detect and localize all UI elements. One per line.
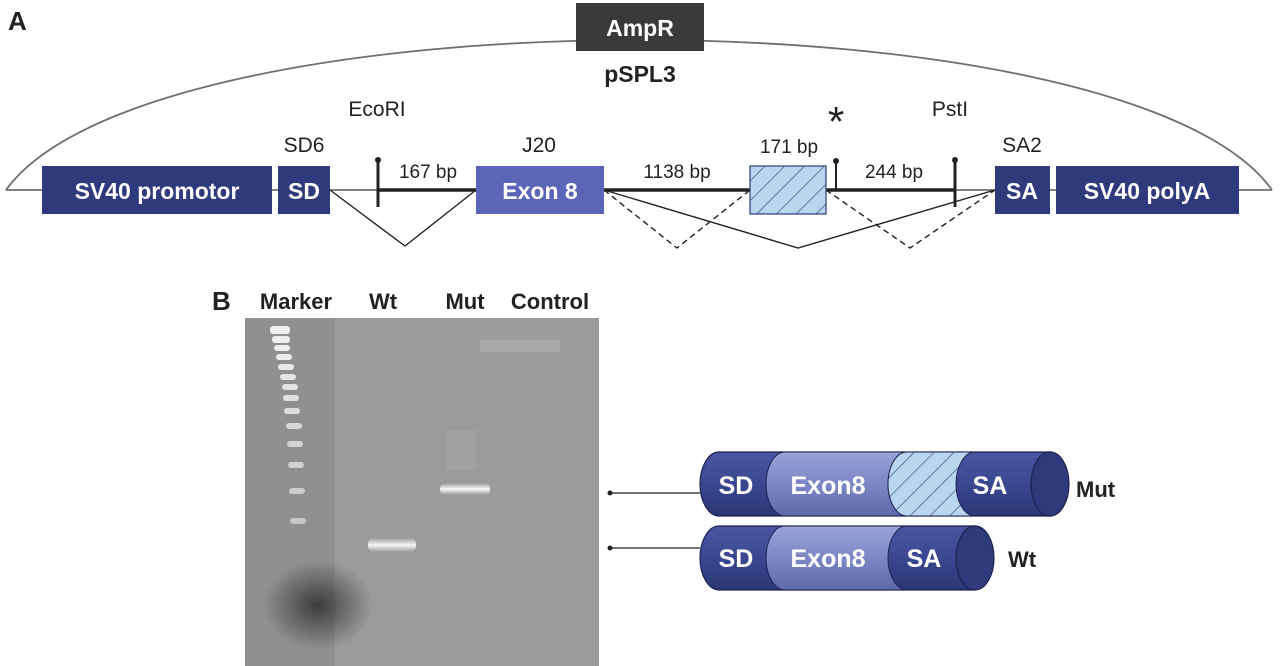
wt-sd-label: SD [719,545,754,573]
splice-sd-exon8 [329,189,477,247]
gel-control-smear [480,340,560,352]
panel-b: B Marker Wt Mut Control [212,286,1116,666]
ecori-dot [375,157,381,163]
lane-label-marker: Marker [260,289,333,314]
wt-exon8-segment [765,525,908,591]
mut-product-label: Mut [1076,477,1116,502]
gel-image [245,318,599,666]
sd-box-label: SD [288,178,320,204]
sa2-label: SA2 [1002,134,1042,157]
ampr-box [576,3,704,51]
mutation-dot [833,158,839,164]
splice-cryptic-sa [825,189,996,249]
mut-sa-label: SA [973,472,1008,500]
panel-b-label: B [212,286,231,316]
sv40-promotor-box [42,166,272,214]
sd-box [278,166,330,214]
psti-site: PstI [932,98,968,207]
sv40-promotor-label: SV40 promotor [75,178,240,204]
splice-exon8-cryptic [603,189,751,249]
exon8-box [476,166,604,214]
bp-1138-label: 1138 bp [643,162,710,183]
ampr-gene: AmpR [576,3,704,51]
sd6-label: SD6 [284,134,325,157]
mut-cryptic-exon-segment [887,451,976,517]
ecori-site: EcoRI [348,98,406,207]
mut-exon8-label: Exon8 [790,472,865,500]
plasmid-name: pSPL3 [604,61,676,87]
sv40-promotor-element: SV40 promotor [42,166,272,214]
wt-exon8-label: Exon8 [790,545,865,573]
ampr-label: AmpR [606,15,674,41]
exon8-element: Exon 8 [476,166,604,214]
sv40-polya-element: SV40 polyA [1056,166,1239,214]
gel-band-wt [368,538,416,552]
psti-dot [952,157,958,163]
exon8-label: Exon 8 [502,178,578,204]
mut-product-diagram: SD Exon8 SA Mut [699,451,1116,517]
ecori-label: EcoRI [348,98,405,121]
lane-label-mut: Mut [445,289,485,314]
marker-ladder [270,326,306,524]
bp-171-label: 171 bp [760,137,818,158]
gel-band-mut [440,483,490,495]
bp-244-label: 244 bp [865,162,923,183]
sd-element: SD [278,166,330,214]
panel-a-label: A [8,6,27,36]
sa-element: SA [995,166,1050,214]
j20-label: J20 [522,134,556,157]
sa-box-label: SA [1006,178,1038,204]
splice-exon8-sa [603,189,996,249]
cryptic-exon-171-box [749,165,827,215]
lane-label-wt: Wt [369,289,398,314]
wt-product-label: Wt [1008,547,1037,572]
mutation-site: * [828,98,844,190]
wt-product-diagram: SD Exon8 SA Wt [699,525,1037,591]
panel-a: A AmpR pSPL3 EcoRI PstI [5,3,1273,249]
psti-label: PstI [932,98,968,121]
sv40-polya-box [1056,166,1239,214]
wt-sa-label: SA [907,545,942,573]
mutation-asterisk: * [828,98,844,145]
lane-label-control: Control [511,289,589,314]
sa-box [995,166,1050,214]
sv40-polya-label: SV40 polyA [1084,178,1211,204]
gel-primer-smear [263,560,373,650]
mut-sd-label: SD [719,472,754,500]
bp-167-label: 167 bp [399,162,457,183]
